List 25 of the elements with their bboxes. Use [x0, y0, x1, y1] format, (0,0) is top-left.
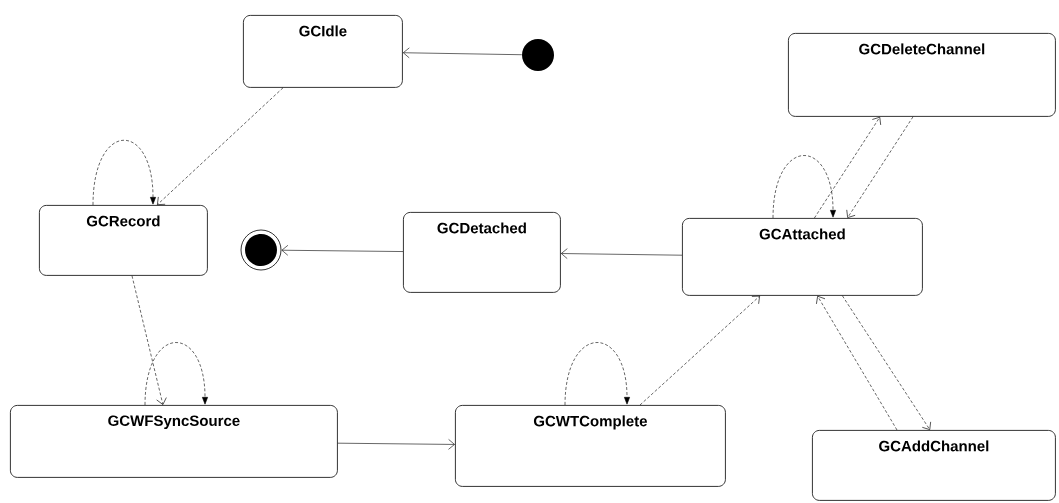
transition-arrow	[842, 295, 931, 430]
transition-arrow	[157, 87, 284, 205]
transition-arrow	[131, 275, 167, 405]
state-box: GCIdle	[243, 15, 403, 88]
transition-arrow	[772, 155, 836, 219]
transition-arrow	[402, 47, 523, 59]
transition-arrow	[281, 245, 404, 256]
transition-arrow	[816, 295, 898, 431]
transition-arrow	[337, 439, 455, 450]
state-box: GCDeleteChannel	[788, 33, 1056, 117]
state-box: GCAddChannel	[812, 430, 1056, 501]
transition-arrow	[846, 116, 914, 218]
final-state	[240, 229, 282, 271]
state-box: GCWTComplete	[455, 405, 726, 487]
transition-arrow	[814, 116, 881, 219]
transition-arrow	[564, 342, 630, 406]
transition-arrow	[561, 248, 683, 259]
state-box: GCWFSyncSource	[10, 405, 338, 478]
state-box: GCAttached	[682, 218, 923, 296]
initial-state	[522, 39, 554, 71]
transition-arrow	[639, 295, 760, 406]
transition-arrow	[92, 139, 156, 206]
state-box: GCRecord	[39, 205, 208, 276]
transition-arrow	[144, 342, 208, 406]
state-box: GCDetached	[403, 212, 561, 293]
